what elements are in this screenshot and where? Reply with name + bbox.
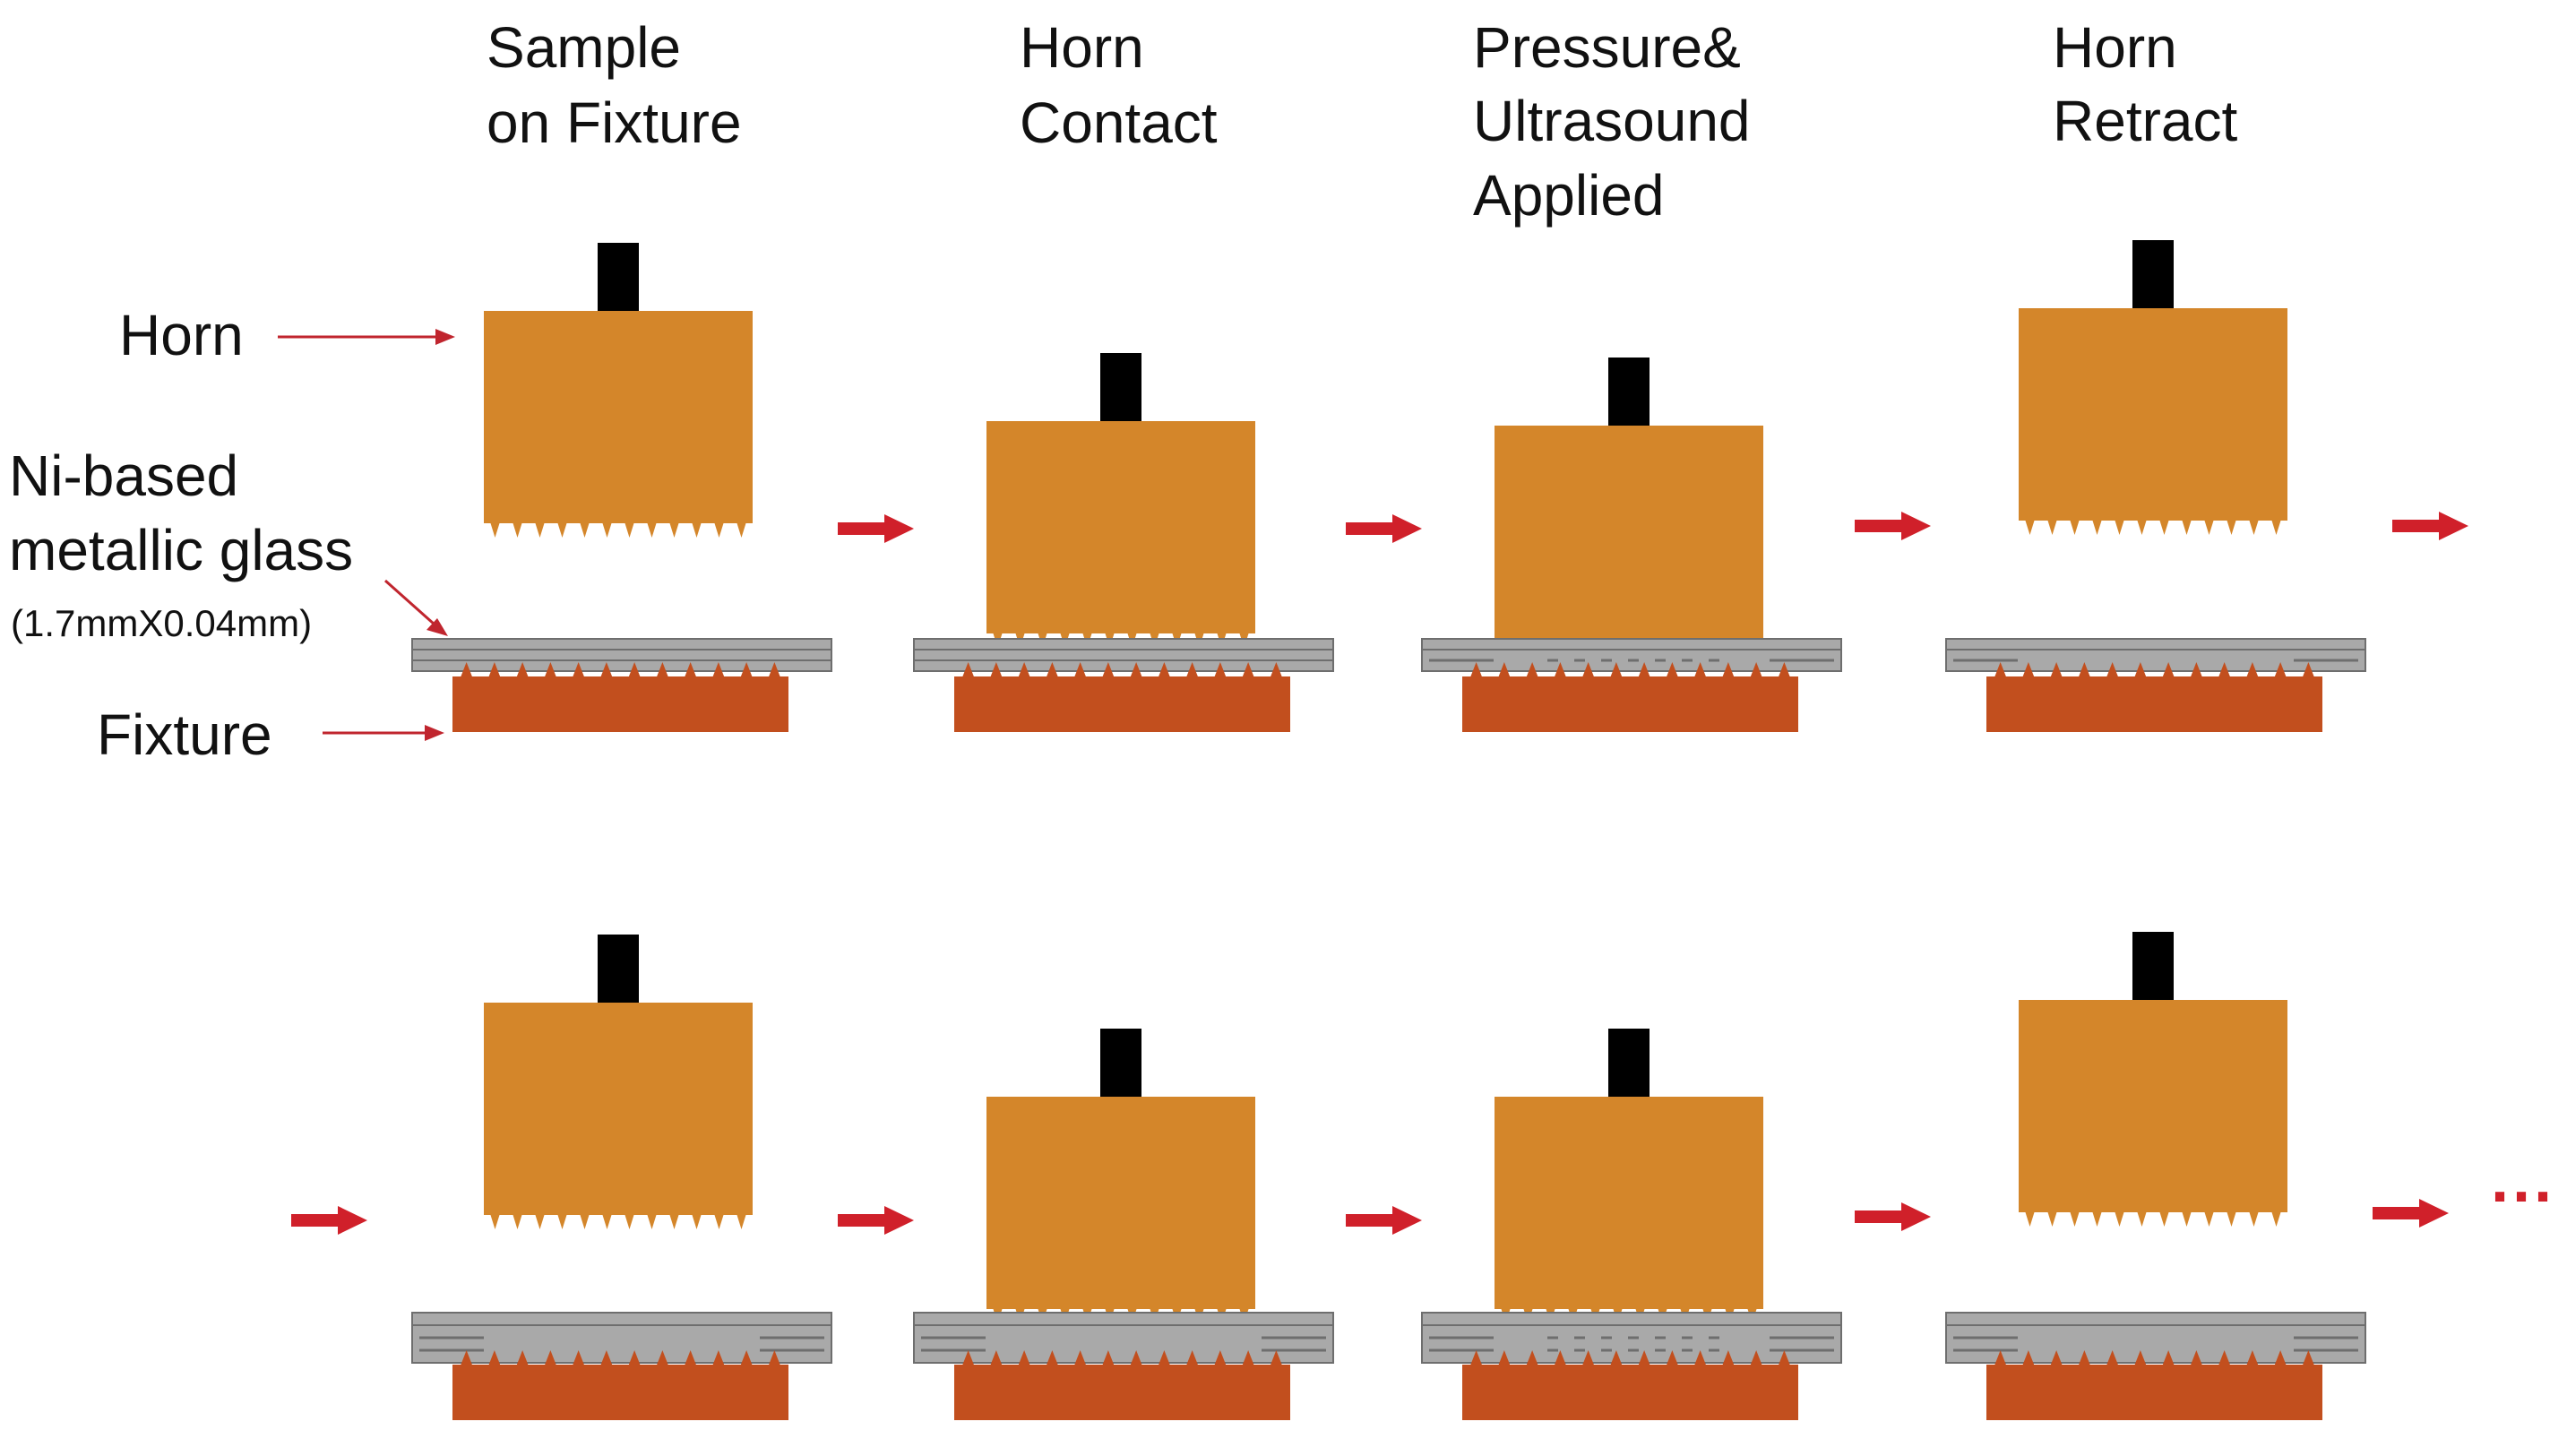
- flow-arrows: [291, 512, 2468, 1235]
- flow-arrow: [2392, 512, 2468, 540]
- flow-arrow: [291, 1206, 367, 1235]
- glass-label-line-1: Ni-based: [9, 444, 238, 508]
- fixture: [954, 1350, 1290, 1420]
- assembly-row2-step3: [1421, 1029, 1842, 1420]
- assembly-row2-step1: [411, 935, 832, 1420]
- assembly-row1-step1: [411, 243, 832, 732]
- horn-stem: [1100, 353, 1141, 421]
- horn: [484, 311, 753, 538]
- step-titles: Sample on Fixture Horn Contact Pressure&…: [487, 15, 2238, 228]
- process-assemblies: [411, 240, 2366, 1420]
- horn-stem: [1608, 1029, 1650, 1097]
- continuation-ellipsis: ···: [2491, 1161, 2555, 1233]
- fixture: [452, 1350, 788, 1420]
- step-3-title-line-1: Pressure&: [1473, 15, 1741, 80]
- horn-label: Horn: [119, 303, 244, 367]
- fixture: [954, 662, 1290, 732]
- step-4-title-line-1: Horn: [2053, 15, 2177, 80]
- horn-stem: [1608, 358, 1650, 426]
- horn-stem: [2132, 240, 2174, 308]
- glass-pointer-head: [426, 618, 448, 636]
- step-2-title-line-1: Horn: [1020, 15, 1144, 80]
- assembly-row1-step3: [1421, 358, 1842, 732]
- flow-arrow: [838, 514, 914, 543]
- glass-label-line-2: metallic glass: [9, 518, 353, 582]
- horn: [2019, 1000, 2287, 1227]
- horn: [1495, 426, 1763, 652]
- fixture: [452, 662, 788, 732]
- flow-arrow: [1346, 514, 1422, 543]
- assembly-row2-step4: [1945, 932, 2366, 1420]
- glass-dimensions-label: (1.7mmX0.04mm): [11, 602, 312, 644]
- fixture-label: Fixture: [97, 702, 272, 767]
- horn: [986, 421, 1255, 648]
- step-3-title-line-3: Applied: [1473, 163, 1665, 228]
- metallic-glass-sheet: [411, 638, 832, 672]
- glass-pointer-line: [384, 579, 435, 626]
- step-2-title-line-2: Contact: [1020, 90, 1218, 155]
- label-pointers: [278, 329, 455, 741]
- assembly-row1-step2: [913, 353, 1334, 732]
- assembly-row1-step4: [1945, 240, 2366, 732]
- step-1-title-line-2: on Fixture: [487, 90, 742, 155]
- metallic-glass-sheet: [913, 638, 1334, 672]
- flow-arrow: [2373, 1199, 2449, 1228]
- horn: [986, 1097, 1255, 1323]
- horn-stem: [2132, 932, 2174, 1000]
- flow-arrow: [1855, 1202, 1931, 1231]
- horn-stem: [1100, 1029, 1141, 1097]
- flow-arrow: [838, 1206, 914, 1235]
- fixture: [1986, 662, 2322, 732]
- horn-pointer-head: [435, 329, 455, 345]
- flow-arrow: [1855, 512, 1931, 540]
- flow-arrow: [1346, 1206, 1422, 1235]
- assembly-row2-step2: [913, 1029, 1334, 1420]
- fixture: [1462, 662, 1798, 732]
- horn: [484, 1003, 753, 1229]
- horn-stem: [598, 243, 639, 311]
- fixture-pointer-head: [425, 725, 444, 741]
- horn-stem: [598, 935, 639, 1003]
- metallic-glass-sheet: [1945, 638, 2366, 672]
- step-1-title-line-1: Sample: [487, 15, 681, 80]
- fixture: [1462, 1350, 1798, 1420]
- component-labels: Horn Ni-based metallic glass (1.7mmX0.04…: [9, 303, 353, 767]
- metallic-glass-sheet: [1421, 638, 1842, 672]
- step-3-title-line-2: Ultrasound: [1473, 89, 1751, 153]
- horn: [2019, 308, 2287, 535]
- horn: [1495, 1097, 1763, 1323]
- fixture: [1986, 1350, 2322, 1420]
- step-4-title-line-2: Retract: [2053, 89, 2238, 153]
